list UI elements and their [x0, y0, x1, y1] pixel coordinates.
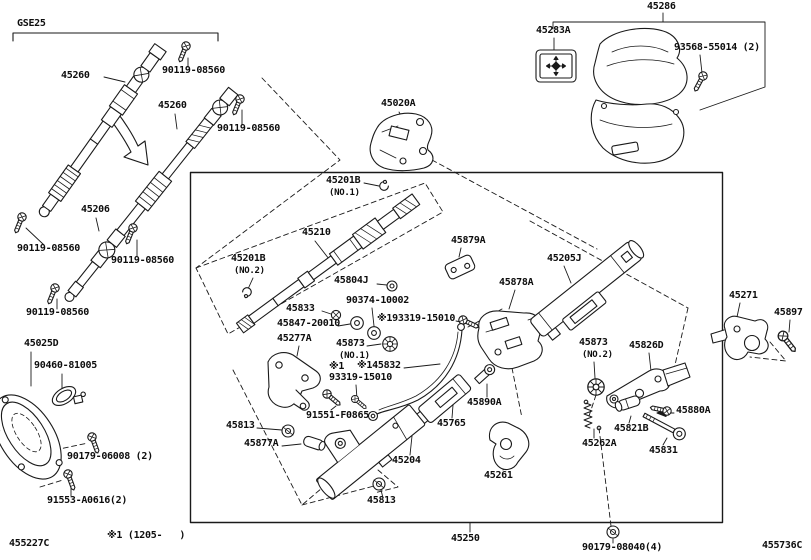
nut-45813-2: [372, 477, 386, 491]
lever-45826d: [606, 362, 691, 409]
part-label-45832: ※145832: [357, 360, 401, 371]
nut-45813-1: [281, 424, 295, 438]
part-label-45020a: 45020A: [381, 98, 416, 109]
part-number: 45873: [336, 338, 365, 349]
part-label-90179-06008: 90179-06008 (2): [67, 451, 153, 462]
lever-45261: [488, 421, 530, 471]
part-label-45877a: 45877A: [244, 438, 279, 449]
leader-lines: [25, 12, 791, 544]
part-label-45250: 45250: [451, 533, 480, 544]
part-label-45880a: 45880A: [676, 405, 711, 416]
part-label-45201b-no2: 45201B (NO.2): [231, 253, 266, 277]
part-label-90119-08560: 90119-08560: [217, 123, 280, 134]
pin-45877a: [303, 435, 326, 451]
center-hardware: [330, 280, 398, 321]
part-number-qualifier: (NO.2): [234, 266, 265, 276]
part-label-45260: 45260: [61, 70, 90, 81]
spring-45262a: [583, 399, 602, 431]
part-label-45804j: 45804J: [334, 275, 369, 286]
column-cover-45286: [590, 27, 688, 164]
part-label-90119-08560: 90119-08560: [17, 243, 80, 254]
part-label-45879a: 45879A: [451, 235, 486, 246]
part-label-45210: 45210: [302, 227, 331, 238]
part-number-qualifier: (NO.1): [329, 188, 360, 198]
solenoid-45765: [412, 374, 472, 427]
wire-45832: [367, 323, 465, 422]
part-label-45878a: 45878A: [499, 277, 534, 288]
part-label-45261: 45261: [484, 470, 513, 481]
part-label-45873-no2: 45873 (NO.2): [579, 337, 613, 361]
part-label-45205j: 45205J: [547, 253, 582, 264]
part-label-45831: 45831: [649, 445, 678, 456]
part-label-45873-no1: 45873 (NO.1): [336, 338, 370, 362]
clamp-90460: [51, 385, 86, 407]
model-code-label: GSE25: [17, 18, 46, 29]
part-label-45286: 45286: [647, 1, 676, 12]
part-number: 45201B: [231, 253, 266, 264]
part-label-45890a: 45890A: [467, 397, 502, 408]
stud-45890a: [474, 364, 496, 385]
part-label-90119-08560: 90119-08560: [162, 65, 225, 76]
direction-arrow: [109, 111, 149, 166]
part-label-45826d: 45826D: [629, 340, 664, 351]
part-label-90374-10002: 90374-10002: [346, 295, 409, 306]
bushing-45821b: [614, 388, 645, 412]
hole-cover-45025: [0, 394, 63, 480]
part-label-45847-20010: 45847-20010: [277, 318, 340, 329]
part-label-45262a: 45262A: [582, 438, 617, 449]
nut-90179-08040: [606, 525, 620, 539]
bracket-45878a: [477, 310, 543, 370]
part-label-90119-08560: 90119-08560: [111, 255, 174, 266]
part-label-90119-08560: 90119-08560: [26, 307, 89, 318]
part-number: 93319-15010: [329, 372, 392, 383]
production-note: ※1 (1205- ): [107, 530, 186, 541]
figure-code-right: 455736C: [762, 540, 803, 551]
tube-45204: [316, 404, 426, 500]
plate-45879a: [444, 254, 476, 280]
part-label-90179-08040: 90179-08040(4): [582, 542, 663, 553]
part-label-45833: 45833: [286, 303, 315, 314]
part-label-45204: 45204: [392, 455, 421, 466]
switch-plate-45283a: [535, 49, 577, 83]
part-label-93568-55014: 93568-55014 (2): [674, 42, 760, 53]
part-number: 45201B: [326, 175, 361, 186]
bracket-45271: [710, 315, 769, 361]
gse25-bracket: [12, 32, 219, 42]
figure-frame: [189, 171, 724, 524]
part-label-91553-a0616: 91553-A0616(2): [47, 495, 128, 506]
part-label-45271: 45271: [729, 290, 758, 301]
part-label-45283a: 45283A: [536, 25, 571, 36]
main-shaft-45210: [235, 193, 421, 334]
part-number-qualifier: (NO.2): [582, 350, 613, 360]
part-label-45765: 45765: [437, 418, 466, 429]
figure-code-left: 455227C: [9, 538, 50, 549]
part-number: 45873: [579, 337, 608, 348]
tube-45205j: [530, 240, 645, 341]
part-number-qualifier: (NO.1): [339, 351, 370, 361]
shaft-45260-2: [64, 86, 239, 302]
part-label-45206: 45206: [81, 204, 110, 215]
part-label-45813: 45813: [367, 495, 396, 506]
part-label-90460-81005: 90460-81005: [34, 360, 97, 371]
bracket-45020a: [369, 112, 434, 172]
part-label-91551-f0865: 91551-F0865: [306, 410, 369, 421]
part-label-45813: 45813: [226, 420, 255, 431]
part-label-93319-15010: ※193319-15010: [377, 313, 456, 324]
bolt-45831: [642, 412, 686, 441]
part-label-45821b: 45821B: [614, 423, 649, 434]
part-label-45277a: 45277A: [277, 333, 312, 344]
part-label-45025d: 45025D: [24, 338, 59, 349]
part-label-45260: 45260: [158, 100, 187, 111]
note-mark: ※1: [329, 361, 345, 372]
shaft-45260-1: [38, 43, 167, 218]
part-label-45201b-no1: 45201B (NO.1): [326, 175, 361, 199]
part-label-45897: 45897: [774, 307, 803, 318]
bracket-45277a: [267, 352, 321, 411]
